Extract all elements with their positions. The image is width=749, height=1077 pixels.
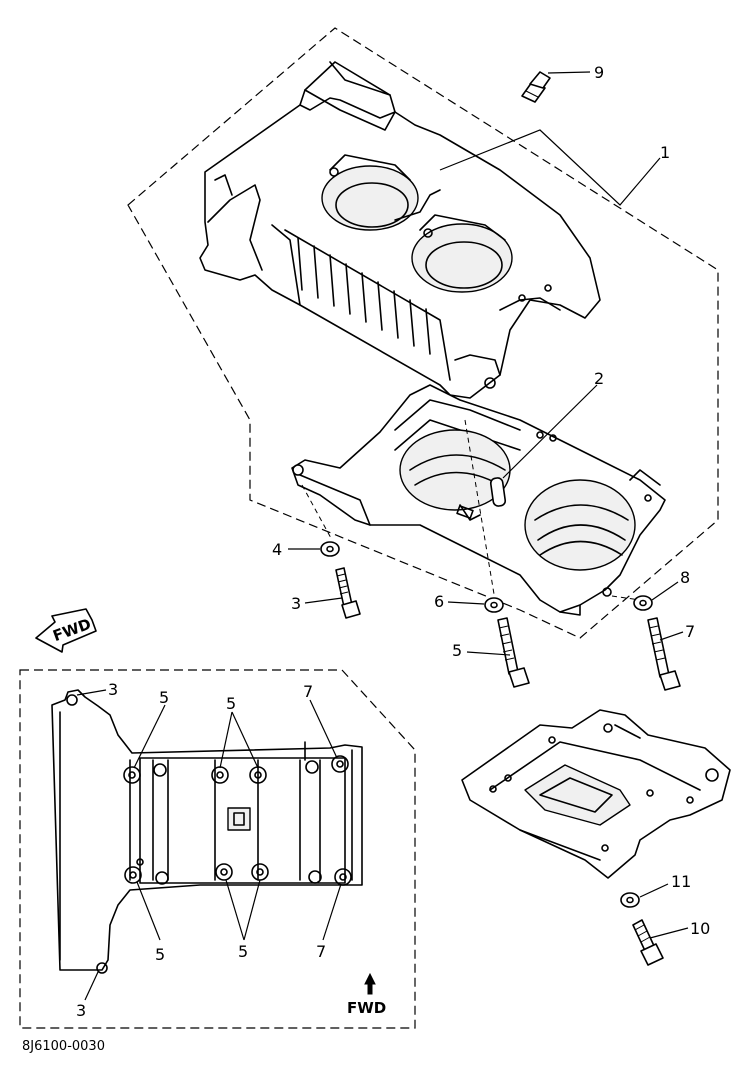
mount-bracket <box>461 709 731 879</box>
plug-part <box>521 71 551 103</box>
bolt-part-7 <box>647 617 681 691</box>
callout-7: 7 <box>685 622 695 641</box>
washer-part-4 <box>320 541 340 557</box>
washer-part-6 <box>484 597 504 613</box>
inset-callout-7-bottom: 7 <box>316 942 326 961</box>
washer-part-8 <box>633 595 653 611</box>
inset-bolt-holes-bottom <box>96 858 352 974</box>
callout-9: 9 <box>594 63 604 82</box>
fwd-arrow-main <box>35 608 97 653</box>
inset-callout-5-bottom-left: 5 <box>155 945 165 964</box>
assembly-boundary-dashed <box>127 27 719 639</box>
inset-callout-3-bottom: 3 <box>76 1001 86 1020</box>
bolt-part-5 <box>497 617 530 688</box>
fwd-arrow-inset <box>364 972 376 995</box>
callout-5: 5 <box>452 641 462 660</box>
callout-10: 10 <box>690 919 710 938</box>
nut-11-leader <box>639 883 669 898</box>
nut-part-11 <box>620 892 640 908</box>
fwd-label-inset: FWD <box>347 999 386 1017</box>
bolt-10-leader <box>649 927 689 939</box>
callout-4: 4 <box>272 540 282 559</box>
inset-callout-5-bottom-mid: 5 <box>238 942 248 961</box>
dowel-pin <box>489 477 507 507</box>
inset-callout-5-top-mid: 5 <box>226 694 236 713</box>
callout-8: 8 <box>680 568 690 587</box>
bottom-view-inset <box>19 669 416 1029</box>
callout-3: 3 <box>291 594 301 613</box>
callout-6: 6 <box>434 592 444 611</box>
alignment-line-right <box>611 595 641 601</box>
upper-crankcase <box>199 61 601 399</box>
callout-11: 11 <box>671 872 691 891</box>
dowel-pin-leader <box>502 384 598 479</box>
callout-2: 2 <box>594 369 604 388</box>
washer-8-leader <box>651 581 679 601</box>
crankcase-leader <box>439 129 661 206</box>
drawing-code: 8J6100-0030 <box>22 1039 105 1054</box>
plug-leader <box>547 71 591 74</box>
alignment-line-mid <box>464 419 496 601</box>
alignment-line-left <box>301 484 333 541</box>
callout-1: 1 <box>660 143 670 162</box>
bolt-part-10 <box>632 919 664 966</box>
bolt-part-3 <box>335 567 361 619</box>
lower-crankcase <box>291 384 666 616</box>
bolt-7-leader <box>659 631 684 641</box>
bolt-5-leader <box>466 651 511 656</box>
inset-callout-7-top: 7 <box>303 682 313 701</box>
inset-callout-3-top: 3 <box>108 680 118 699</box>
inset-boundary-dashed <box>19 669 416 1029</box>
inset-callout-5-top-left: 5 <box>159 688 169 707</box>
washer-6-leader <box>447 601 485 605</box>
bolt-3-leader <box>304 597 343 604</box>
